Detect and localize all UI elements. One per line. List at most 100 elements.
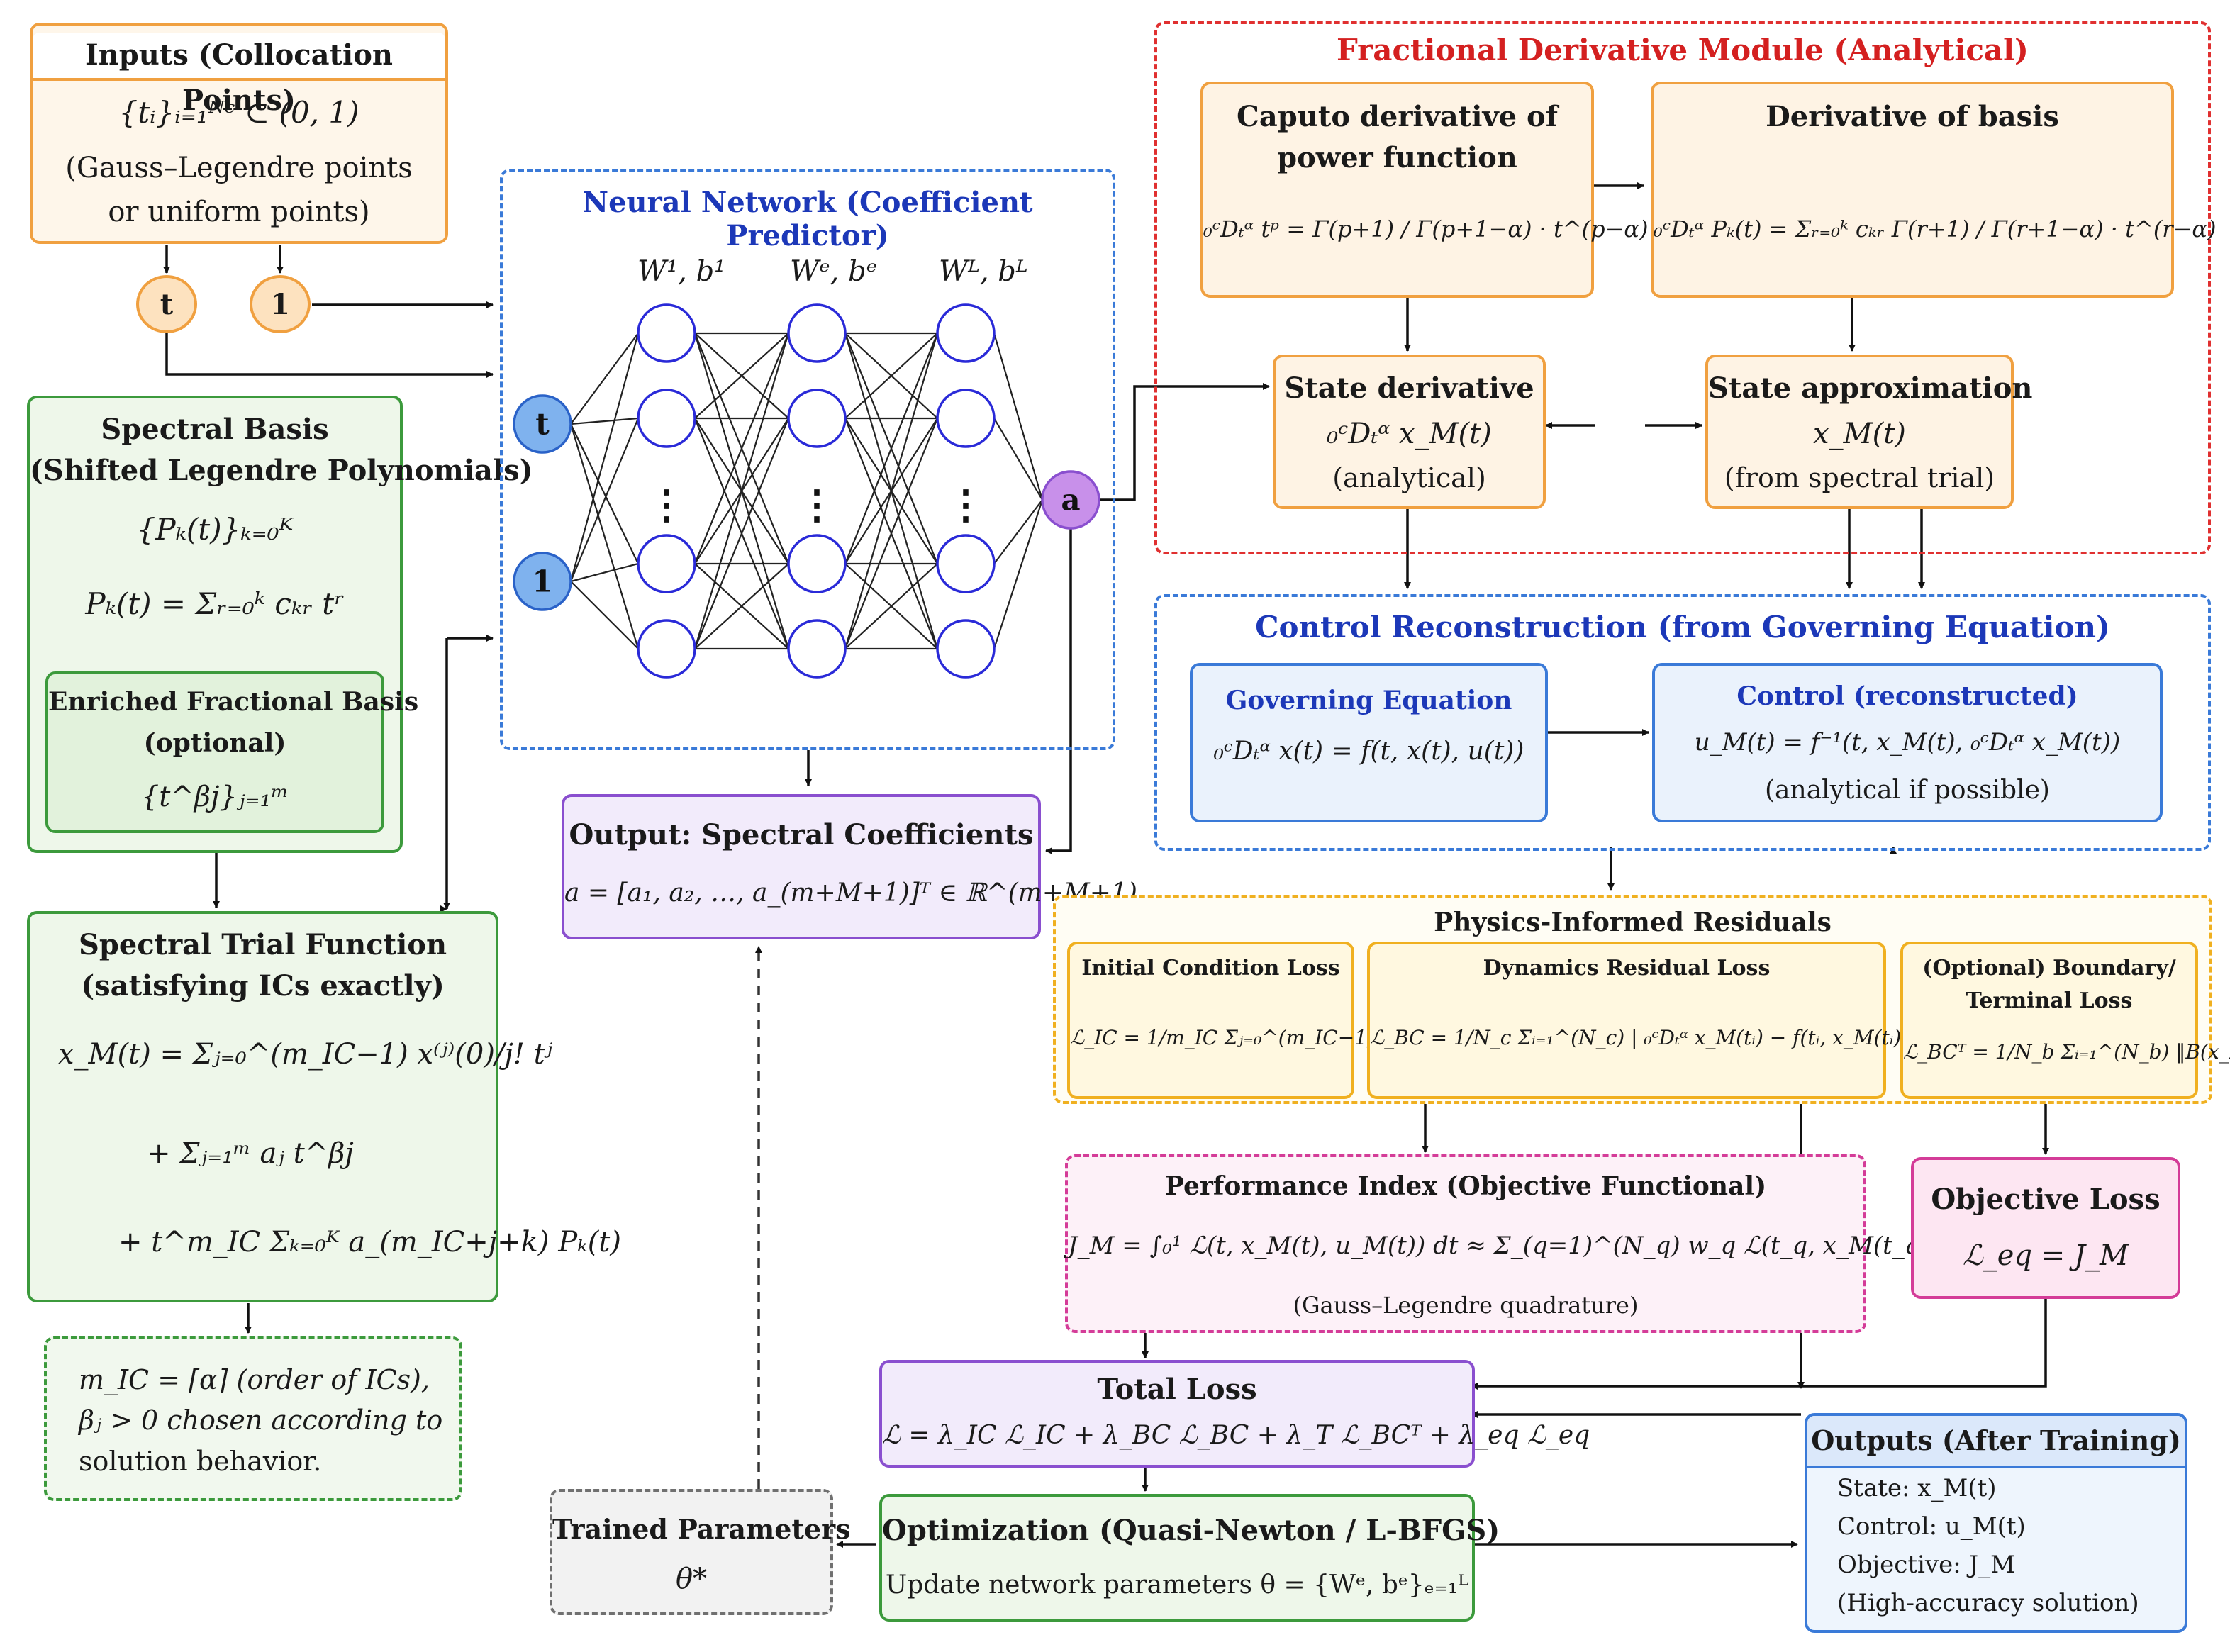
state-deriv-title: State derivative xyxy=(1284,372,1534,405)
nn-input-label: 1 xyxy=(532,564,552,599)
nn-layer-e-label: Wᵉ, bᵉ xyxy=(790,255,878,288)
control-title: Control Reconstruction (from Governing E… xyxy=(1255,610,2110,644)
nn-edge xyxy=(570,417,639,425)
trial-title-1: Spectral Trial Function xyxy=(78,928,447,961)
nn-layer-1-label: W¹, b¹ xyxy=(637,255,726,288)
nn-edge xyxy=(693,333,790,564)
nn-input-neuron xyxy=(513,394,572,454)
nn-edge xyxy=(570,562,639,583)
nn-edge xyxy=(844,563,938,649)
nn-edge xyxy=(693,333,790,649)
basis-set: {Pₖ(t)}ₖ₌₀ᴷ xyxy=(136,512,294,547)
optim-formula: Update network parameters θ = {Wᵉ, bᵉ}ₑ₌… xyxy=(885,1570,1469,1600)
gov-formula: ₀ᶜDₜᵅ x(t) = f(t, x(t), u(t)) xyxy=(1213,737,1524,766)
fractional-module-box: Fractional Derivative Module (Analytical… xyxy=(1154,21,2211,554)
boundary-loss-box: (Optional) Boundary/ Terminal Loss ℒ_BCᵀ… xyxy=(1900,942,2230,1099)
nn-edge xyxy=(993,499,1043,564)
enriched-basis-box: Enriched Fractional Basis (optional) {t^… xyxy=(45,671,418,833)
total-loss-box: Total Loss ℒ = λ_IC ℒ_IC + λ_BC ℒ_BC + λ… xyxy=(879,1360,1590,1468)
neural-network-graph: ⋮⋮⋮t1a xyxy=(513,303,1100,679)
trained-parameters-box: Trained Parameters θ* xyxy=(550,1489,851,1615)
rec-note: (analytical if possible) xyxy=(1765,776,2050,805)
perf-title: Performance Index (Objective Functional) xyxy=(1164,1171,1767,1201)
bt-loss-title-1: (Optional) Boundary/ xyxy=(1922,956,2176,981)
trained-symbol: θ* xyxy=(675,1563,708,1595)
residuals-title: Physics-Informed Residuals xyxy=(1434,908,1832,937)
nn-edge xyxy=(993,333,1044,501)
trained-title: Trained Parameters xyxy=(552,1513,851,1545)
bt-loss-title-2: Terminal Loss xyxy=(1966,988,2133,1013)
nn-edge xyxy=(569,423,640,649)
nn-edge xyxy=(570,333,639,425)
control-reconstructed-box: Control (reconstructed) u_M(t) = f⁻¹(t, … xyxy=(1652,663,2163,822)
nn-ellipsis: ⋮ xyxy=(797,481,837,528)
state-deriv-formula: ₀ᶜDₜᵅ x_M(t) xyxy=(1327,418,1492,450)
nn-hidden-neuron xyxy=(637,619,696,679)
objective-formula: ℒ_eq = J_M xyxy=(1962,1239,2129,1272)
gov-title: Governing Equation xyxy=(1225,686,1512,715)
trial-note-box: m_IC = ⌈α⌉ (order of ICs), βⱼ > 0 chosen… xyxy=(44,1336,462,1501)
inputs-note-1: (Gauss–Legendre points xyxy=(65,152,413,184)
rec-formula: u_M(t) = f⁻¹(t, x_M(t), ₀ᶜDₜᵅ x_M(t)) xyxy=(1694,728,2121,757)
rec-title: Control (reconstructed) xyxy=(1736,681,2078,711)
dyn-loss-formula: ℒ_BC = 1/N_c Σᵢ₌₁^(N_c) | ₀ᶜDₜᵅ x_M(tᵢ) … xyxy=(1370,1026,2014,1049)
total-title: Total Loss xyxy=(1097,1373,1257,1406)
nn-input-neuron xyxy=(513,552,572,611)
caputo-title-2: power function xyxy=(1277,141,1517,174)
frac-title: Fractional Derivative Module (Analytical… xyxy=(1337,33,2029,67)
perf-formula: J_M = ∫₀¹ ℒ(t, x_M(t), u_M(t)) dt ≈ Σ_(q… xyxy=(1068,1232,2063,1260)
ic-loss-box: Initial Condition Loss ℒ_IC = 1/m_IC Σⱼ₌… xyxy=(1067,942,1571,1099)
trial-title-2: (satisfying ICs exactly) xyxy=(81,969,445,1003)
nn-edge xyxy=(694,333,789,419)
state-approx-title: State approximation xyxy=(1708,372,2033,405)
inputs-title: Inputs (Collocation Points) xyxy=(33,33,445,117)
basis-title-1: Spectral Basis xyxy=(101,413,329,446)
nn-hidden-neuron xyxy=(936,534,996,593)
nn-input-label: t xyxy=(535,407,550,442)
spectral-basis-box: Spectral Basis (Shifted Legendre Polynom… xyxy=(27,396,533,853)
nn-edge xyxy=(844,333,939,649)
nn-edge xyxy=(570,581,639,649)
outputs-control: Control: u_M(t) xyxy=(1837,1512,2026,1541)
output-formula: a = [a₁, a₂, …, a_(m+M+1)]ᵀ ∈ ℝ^(m+M+1) xyxy=(564,878,1137,908)
inputs-set: {tᵢ}ᵢ₌₁ᴺᶜ ⊂ (0, 1) xyxy=(118,95,359,130)
caputo-box: Caputo derivative of power function ₀ᶜDₜ… xyxy=(1200,82,1649,298)
ic-loss-title: Initial Condition Loss xyxy=(1081,956,1340,981)
nn-edge xyxy=(569,418,640,582)
basis-title-2: (Shifted Legendre Polynomials) xyxy=(30,454,533,487)
nn-edge xyxy=(844,333,938,419)
state-deriv-note: (analytical) xyxy=(1332,462,1486,493)
perf-note: (Gauss–Legendre quadrature) xyxy=(1293,1292,1639,1319)
nn-hidden-neuron xyxy=(637,303,696,363)
caputo-formula: ₀ᶜDₜᵅ tᵖ = Γ(p+1) / Γ(p+1−α) · t^(p−α) xyxy=(1203,216,1649,242)
nn-edge xyxy=(694,563,789,649)
basis-derivative-box: Derivative of basis ₀ᶜDₜᵅ Pₖ(t) = Σᵣ₌₀ᵏ … xyxy=(1651,82,2217,298)
dynamics-loss-box: Dynamics Residual Loss ℒ_BC = 1/N_c Σᵢ₌₁… xyxy=(1367,942,2014,1099)
trial-note-1: m_IC = ⌈α⌉ (order of ICs), xyxy=(79,1364,430,1395)
state-approx-formula: x_M(t) xyxy=(1813,418,1906,450)
nn-hidden-neuron xyxy=(787,619,847,679)
basis-deriv-title: Derivative of basis xyxy=(1766,100,2059,133)
outputs-objective: Objective: J_M xyxy=(1837,1551,2015,1579)
outputs-after-title: Outputs (After Training) xyxy=(1807,1416,2185,1468)
trial-note-3: solution behavior. xyxy=(79,1446,322,1477)
basis-deriv-formula: ₀ᶜDₜᵅ Pₖ(t) = Σᵣ₌₀ᵏ cₖᵣ Γ(r+1) / Γ(r+1−α… xyxy=(1654,216,2217,242)
outputs-note: (High-accuracy solution) xyxy=(1837,1589,2139,1617)
objective-loss-box: Objective Loss ℒ_eq = J_M xyxy=(1911,1157,2180,1299)
outputs-after-box: Outputs (After Training) State: x_M(t) C… xyxy=(1805,1413,2187,1633)
nn-hidden-neuron xyxy=(787,303,847,363)
enriched-set: {t^βj}ⱼ₌₁ᵐ xyxy=(140,781,289,813)
nn-edge xyxy=(569,333,640,582)
optimization-box: Optimization (Quasi-Newton / L-BFGS) Upd… xyxy=(879,1494,1500,1622)
trial-line-2: + Σⱼ₌₁ᵐ aⱼ t^βj xyxy=(147,1137,354,1170)
nn-title: Neural Network (Coefficient Predictor) xyxy=(582,186,1033,252)
nn-edge xyxy=(844,333,939,564)
nn-edge xyxy=(693,418,790,649)
outputs-state: State: x_M(t) xyxy=(1837,1474,1997,1502)
trial-function-box: Spectral Trial Function (satisfying ICs … xyxy=(27,911,621,1302)
nn-hidden-neuron xyxy=(637,389,696,448)
output-coefficients-box: Output: Spectral Coefficients a = [a₁, a… xyxy=(562,794,1137,939)
bt-loss-formula: ℒ_BCᵀ = 1/N_b Σᵢ₌₁^(N_b) ‖B(x_M(tᵢ) − bᵢ… xyxy=(1903,1040,2230,1064)
objective-title: Objective Loss xyxy=(1931,1183,2161,1216)
